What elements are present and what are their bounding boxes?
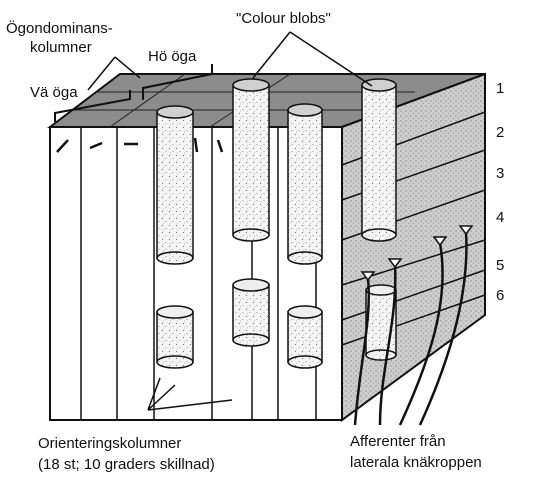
layer-label-2: 2 (496, 124, 504, 141)
afferent-terminals (360, 225, 474, 282)
left-eye-label: Vä öga (30, 84, 78, 101)
layer-label-5: 5 (496, 257, 504, 274)
afferent-fibers (353, 231, 468, 426)
layer-label-3: 3 (496, 165, 504, 182)
blob-cylinder-7 (287, 305, 323, 369)
afferents-label-line2: laterala knäkroppen (350, 454, 482, 471)
afferents-label-line1: Afferenter från (350, 433, 446, 450)
layer-label-4: 4 (496, 209, 504, 226)
pointer-lines (87, 31, 373, 411)
blob-cylinder-3 (287, 103, 323, 265)
blob-cylinder-5 (156, 305, 194, 369)
orientation-label-line2: (18 st; 10 graders skillnad) (38, 456, 215, 473)
ocular-dominance-label-line1: Ögondominans- (6, 19, 113, 37)
ocular-dominance-label-line2: kolumner (30, 39, 92, 56)
right-eye-label: Hö öga (148, 48, 197, 65)
layer-label-6: 6 (496, 287, 504, 304)
blob-cylinder-2 (232, 78, 270, 242)
blob-cylinder-4 (361, 78, 397, 242)
blob-cylinder-1 (156, 105, 194, 265)
orientation-label-line1: Orienteringskolumner (38, 435, 181, 452)
blob-cylinder-6 (232, 278, 270, 347)
colour-blobs-label: "Colour blobs" (236, 10, 331, 27)
eye-brackets (54, 64, 213, 122)
layer-label-1: 1 (496, 80, 504, 97)
